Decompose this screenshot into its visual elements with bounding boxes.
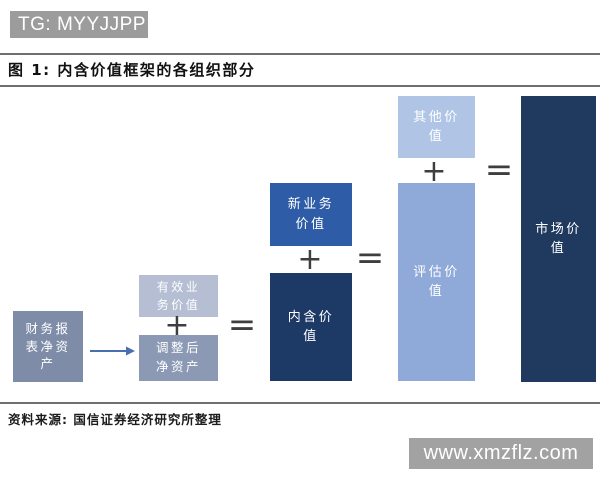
equals-operator: = [484, 150, 514, 190]
site-watermark-badge: www.xmzflz.com [409, 438, 593, 469]
equals-operator: = [227, 305, 257, 345]
box-embedded-value: 内含价 值 [270, 273, 352, 381]
divider-line [0, 53, 600, 55]
plus-operator: + [297, 241, 323, 277]
box-other-value: 其他价 值 [398, 96, 475, 158]
box-financial-net-assets: 财务报 表净资 产 [13, 311, 83, 382]
divider-line [0, 402, 600, 404]
arrow-right-icon [90, 346, 135, 356]
figure-title: 图 1: 内含价值框架的各组织部分 [8, 61, 256, 79]
equals-operator: = [355, 238, 385, 278]
box-effective-business-value: 有效业 务价值 [139, 275, 218, 317]
box-new-business-value: 新业务 价值 [270, 183, 352, 246]
box-market-value: 市场价 值 [521, 96, 596, 382]
divider-line [0, 85, 600, 87]
box-appraisal-value: 评估价 值 [398, 183, 475, 381]
box-adjusted-net-assets: 调整后 净资产 [139, 335, 218, 381]
source-note: 资料来源: 国信证券经济研究所整理 [8, 412, 222, 427]
plus-operator: + [421, 153, 447, 189]
tg-watermark-badge: TG: MYYJJPP [10, 11, 148, 38]
